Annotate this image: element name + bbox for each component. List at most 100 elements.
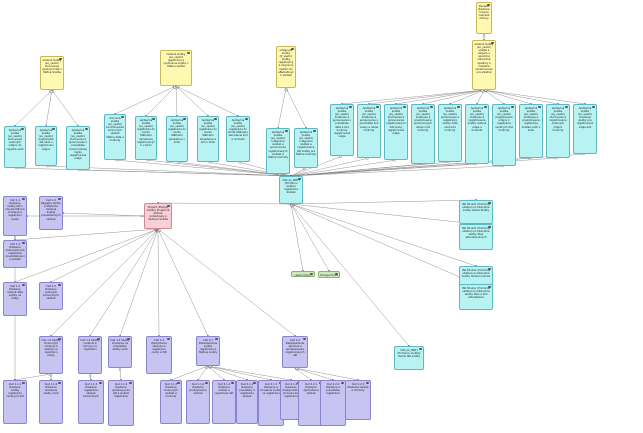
node-label: Aplikačná služba (sú_vsetci) registrácia… — [137, 119, 155, 147]
diagram-node: Cieľ 2.2.3 Riadenie služieb a hodnoty — [345, 380, 371, 420]
node-label: Aplikačná služba (sú_vsetci) zriadenie a… — [332, 107, 352, 138]
node-type-icon — [341, 382, 344, 384]
diagram-node: Osobné služby (sú_vsetci) registrácia a … — [160, 50, 192, 86]
node-type-icon — [303, 338, 306, 340]
node-label: Cieľ 1.1.4 Riadenie sprístupnenia dát a … — [112, 383, 130, 399]
connector-line — [14, 228, 159, 241]
connector-line — [290, 203, 330, 272]
diagram-node: Cieľ 1.1.3 Riadenie registrácie služieb … — [78, 380, 104, 424]
diagram-node: ISR Štrukúr (Primárna služba) na zdravot… — [459, 284, 493, 310]
node-label: Orange Cloud — [320, 274, 338, 277]
connector-arrowhead — [49, 373, 53, 378]
connector-line — [207, 365, 292, 381]
node-label: Cieľ 1.1.6 Riadenie poskytovania služieb — [189, 383, 207, 396]
connector-line — [145, 85, 177, 117]
node-type-icon — [488, 268, 491, 270]
node-label: Cieľ 1.2 Register služby a Štátneho riad… — [41, 199, 61, 221]
node-label: Aplikačná služba (sú_vsetci) zriadenie a… — [521, 107, 541, 132]
node-type-icon — [214, 118, 217, 120]
diagram-node: Cieľ 1.1 Riadenie služby API v zmysle IS… — [3, 196, 27, 236]
connector-line — [45, 89, 53, 127]
connector-line — [422, 89, 485, 105]
node-label: Cieľ 2.1.1 Riadenie služieb a registráci… — [214, 383, 234, 396]
connector-line — [290, 165, 505, 177]
diagram-node: Cieľ 1.2 Register služby a Štátneho riad… — [39, 196, 63, 230]
node-type-icon — [187, 52, 190, 54]
node-label: Cieľ 2.1.4 Riadenie dostupnosti a zlúčen… — [282, 383, 300, 399]
node-type-icon — [488, 202, 491, 204]
connector-line — [51, 89, 79, 127]
connector-arrowhead — [481, 89, 485, 94]
connector-line — [62, 212, 145, 217]
diagram-node: Osobné služby (sú_vsetci) zlučovanie oso… — [40, 56, 64, 90]
node-label: Cieľ 2.2.3 Riadenie služieb a hodnoty — [347, 383, 369, 393]
diagram-node: Cieľ 1.1.5 Riadenie zmluvných služieb a … — [160, 380, 182, 424]
connector-line — [277, 87, 287, 129]
diagram-node: Aplikačná služba (sú_vsetci) registrácia… — [197, 116, 219, 162]
node-label: Aplikačná služba (sú_vsetci) registrácia… — [228, 119, 248, 141]
node-type-icon — [376, 106, 379, 108]
node-label: Aplikačná služba (sú_vsetci) zriadenie a… — [359, 107, 379, 132]
connector-line — [368, 89, 485, 105]
node-type-icon — [152, 118, 155, 120]
node-label: ISR (sú_ISRT) (Primárnu služba) registrá… — [282, 179, 300, 195]
connector-line — [294, 367, 334, 381]
diagram-node: Osobné služby (sú_vsetci) služba a záuje… — [472, 40, 496, 90]
node-type-icon — [127, 338, 130, 340]
node-label: Cieľ 1.4 Zjednotenie služieb na registrá… — [151, 339, 167, 355]
connector-arrowhead — [157, 228, 162, 232]
diagram-node: Zaviesti Riadenie trvania cezcelie zmlúv… — [476, 2, 492, 34]
node-type-icon — [285, 130, 288, 132]
connector-arrowhead — [482, 33, 486, 38]
node-label: Cieľ 2.1 Zabezpečenie služby registrácie… — [198, 339, 218, 355]
connector-arrowhead — [51, 89, 55, 94]
node-type-icon — [121, 116, 124, 118]
diagram-node: Aplikačná služba (sú_vsetci) Integrácia … — [294, 128, 318, 168]
node-label: Cieľ 2.2.1 Riadenie zjednotenia služieb — [303, 383, 319, 396]
node-type-icon — [85, 128, 88, 130]
diagram-node: Aplikačná služba (sú_vsetci) spravovanie… — [438, 104, 462, 162]
node-label: Koncová služba (sú_vsetci) kontrolovanie… — [106, 117, 124, 142]
connector-line — [14, 228, 159, 283]
node-type-icon — [511, 106, 514, 108]
connector-line — [290, 199, 477, 205]
diagram-node: ISR (sú_ISRT) (Primárnu služba) registrá… — [279, 176, 303, 204]
node-type-icon — [253, 382, 256, 384]
diagram-node: Cieľ 2.2.2 Riadenie a prevádzka registrá… — [320, 380, 346, 426]
connector-line — [483, 89, 532, 105]
node-type-icon — [430, 106, 433, 108]
node-type-icon — [592, 106, 595, 108]
node-label: ISR Štrukúr (Primárna služba) na zdravot… — [461, 269, 491, 279]
node-type-icon — [349, 106, 352, 108]
node-type-icon — [245, 118, 248, 120]
node-type-icon — [487, 4, 490, 6]
node-label: Aplikačná služba (sú_vsetci) Integrácia … — [296, 131, 316, 156]
diagram-node: Aplikačná služba (sú_vsetci) registrácia… — [166, 116, 188, 162]
node-type-icon — [58, 198, 61, 200]
node-label: Aplikačná služba (sú_vsetci) zriadenie a… — [467, 107, 487, 132]
connector-line — [157, 228, 209, 337]
connector-line — [483, 89, 505, 105]
diagram-node: Aplikačná služba (sú_vsetci) zriadenie a… — [411, 104, 435, 164]
node-type-icon — [488, 226, 491, 228]
node-label: Integrujte služby (K_vsetci) služby regi… — [278, 49, 294, 77]
node-type-icon — [58, 338, 61, 340]
diagram-node: Aplikačná služba (sú_vsetci) zriadenie s… — [573, 104, 597, 154]
diagram-node: Aplikačná služba (sú_vsetci) zriadenie a… — [357, 104, 381, 158]
diagram-node: ISR Štrukúr (Primárna služba) na zdravot… — [459, 224, 493, 250]
diagram-node: Aplikačná služba (sú_vsetci) zriadenie a… — [519, 104, 543, 158]
node-type-icon — [59, 58, 62, 60]
node-type-icon — [310, 273, 313, 275]
diagram-node: Aplikačná služba (sú_vsetci) zriadenie a… — [330, 104, 354, 156]
diagram-node: Aplikačná služba (sú_vsetci) zriadenie a… — [465, 104, 489, 164]
node-label: Cieľ 2.2.2 Riadenie a prevádzka registrá… — [326, 383, 340, 396]
connector-line — [175, 85, 239, 117]
connector-line — [157, 228, 296, 337]
connector-line — [207, 365, 248, 381]
diagram-node: Aplikačná služba (sú_vsetci) zlučovanie … — [66, 126, 90, 170]
node-label: Cieľ 1.1 Služby zmluvných riadených služ… — [41, 339, 61, 358]
node-type-icon — [366, 382, 369, 384]
node-type-icon — [22, 198, 25, 200]
connector-arrowhead — [89, 373, 92, 378]
node-type-icon — [231, 382, 234, 384]
